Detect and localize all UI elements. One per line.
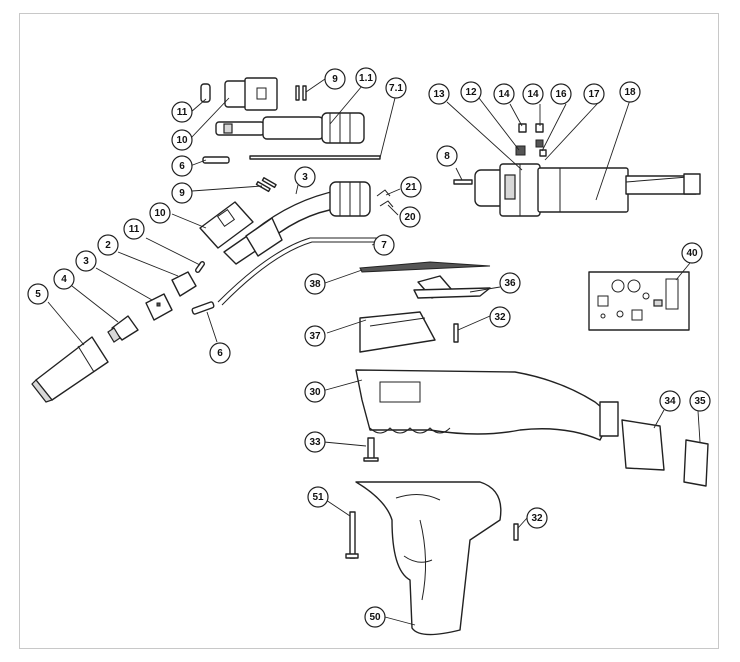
callout-14a: 14 [493, 83, 515, 105]
leader-lines [47, 78, 701, 626]
callout-8: 8 [436, 145, 458, 167]
callout-label: 12 [465, 87, 477, 98]
callout-14b: 14 [522, 83, 544, 105]
callout-34: 34 [659, 390, 681, 412]
callout-label: 4 [61, 274, 67, 285]
curved-neck-assembly [199, 177, 394, 306]
callout-3a: 3 [294, 166, 316, 188]
callout-label: 6 [179, 161, 185, 172]
callout-label: 36 [504, 278, 516, 289]
callout-label: 3 [83, 256, 89, 267]
callout-label: 1.1 [359, 73, 373, 84]
callout-label: 33 [309, 437, 321, 448]
callout-label: 20 [404, 212, 416, 223]
straight-neck-assembly [200, 77, 381, 164]
circuit-board [588, 271, 690, 331]
callout-11b: 11 [123, 218, 145, 240]
callout-label: 2 [105, 240, 111, 251]
callout-30: 30 [304, 381, 326, 403]
callout-6a: 6 [171, 155, 193, 177]
callout-label: 9 [179, 188, 185, 199]
callout-32b: 32 [526, 507, 548, 529]
callout-label: 7.1 [389, 83, 403, 94]
callout-label: 30 [309, 387, 321, 398]
rear-body-assembly [453, 123, 701, 217]
callout-20: 20 [399, 206, 421, 228]
callout-label: 8 [444, 151, 450, 162]
callout-label: 7 [381, 240, 387, 251]
callout-51: 51 [307, 486, 329, 508]
callout-35: 35 [689, 390, 711, 412]
callout-label: 32 [494, 312, 506, 323]
callout-9a: 9 [324, 68, 346, 90]
diagram-frame [19, 13, 719, 649]
callout-label: 10 [154, 208, 166, 219]
callout-33: 33 [304, 431, 326, 453]
callout-9b: 9 [171, 182, 193, 204]
callout-label: 51 [312, 492, 324, 503]
callout-3b: 3 [75, 250, 97, 272]
callout-label: 14 [498, 89, 510, 100]
callout-7-1: 7.1 [385, 77, 407, 99]
callout-11a: 11 [171, 101, 193, 123]
callout-label: 5 [35, 289, 41, 300]
callout-10a: 10 [171, 129, 193, 151]
callout-12: 12 [460, 81, 482, 103]
callout-label: 38 [309, 279, 321, 290]
callout-label: 11 [177, 107, 188, 118]
pistol-grip [345, 481, 519, 636]
callout-label: 35 [694, 396, 706, 407]
callout-21: 21 [400, 176, 422, 198]
callout-label: 18 [624, 87, 636, 98]
callout-1-1: 1.1 [355, 67, 377, 89]
callout-label: 6 [217, 348, 223, 359]
trigger-parts [359, 261, 491, 353]
callout-label: 37 [309, 331, 321, 342]
callout-32a: 32 [489, 306, 511, 328]
callout-17: 17 [583, 83, 605, 105]
callout-label: 21 [405, 182, 417, 193]
callout-label: 11 [129, 224, 140, 235]
front-consumables [31, 261, 215, 403]
callout-10b: 10 [149, 202, 171, 224]
callout-label: 50 [369, 612, 381, 623]
callout-4: 4 [53, 268, 75, 290]
callout-18: 18 [619, 81, 641, 103]
main-handle [355, 369, 709, 487]
callout-label: 17 [588, 89, 600, 100]
callout-36: 36 [499, 272, 521, 294]
callout-label: 10 [176, 135, 188, 146]
callout-16: 16 [550, 83, 572, 105]
callout-layer: 11 10 9 1.1 7.1 6 13 12 14 14 16 17 18 8 9 3 21 10 20 11 2 7 3… [27, 67, 711, 628]
callout-label: 34 [664, 396, 676, 407]
callout-6b: 6 [209, 342, 231, 364]
callout-40: 40 [681, 242, 703, 264]
callout-label: 16 [555, 89, 567, 100]
callout-13: 13 [428, 83, 450, 105]
callout-label: 14 [527, 89, 539, 100]
callout-7: 7 [373, 234, 395, 256]
callout-5: 5 [27, 283, 49, 305]
callout-label: 3 [302, 172, 308, 183]
callout-label: 13 [433, 89, 445, 100]
callout-label: 40 [686, 248, 698, 259]
callout-label: 9 [332, 74, 338, 85]
callout-50: 50 [364, 606, 386, 628]
callout-38: 38 [304, 273, 326, 295]
callout-label: 32 [531, 513, 543, 524]
callout-2: 2 [97, 234, 119, 256]
callout-37: 37 [304, 325, 326, 347]
